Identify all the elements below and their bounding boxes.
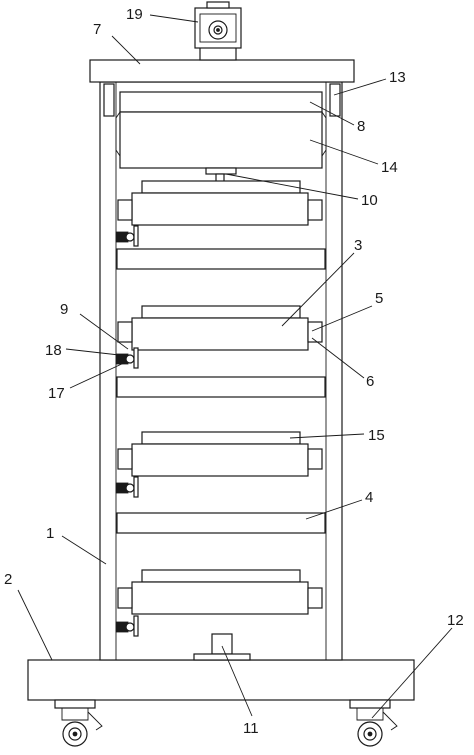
top-storage-box: [119, 111, 323, 169]
guide-strip-right: [329, 83, 341, 117]
screw-connector: [205, 167, 237, 175]
callout-1: 1: [46, 525, 54, 542]
tier-3: [115, 431, 326, 534]
callout-12: 12: [447, 612, 464, 629]
callout-15: 15: [368, 427, 385, 444]
callout-5: 5: [375, 290, 383, 307]
callout-2: 2: [4, 571, 12, 588]
latch-1: [115, 225, 139, 247]
callout-14: 14: [381, 159, 398, 176]
guide-strip-left: [103, 83, 115, 117]
top-plate: [89, 59, 355, 83]
latch-2: [115, 347, 139, 369]
caster-left: [54, 699, 103, 747]
bottom-post-foot: [193, 653, 251, 661]
callout-9: 9: [60, 301, 68, 318]
callout-labels: 7 19 13 8 14 10 3 5 6 9 18 17 15 4 1 2 1…: [4, 6, 464, 737]
tier-1: [115, 180, 326, 270]
bottom-post: [211, 633, 233, 655]
callout-8: 8: [357, 118, 365, 135]
callout-7: 7: [93, 21, 101, 38]
callout-6: 6: [366, 373, 374, 390]
callout-18: 18: [45, 342, 62, 359]
latch-4: [115, 615, 139, 637]
callout-19: 19: [126, 6, 143, 23]
top-box-right-edge: [321, 111, 327, 157]
callout-11: 11: [243, 720, 259, 737]
callout-4: 4: [365, 489, 373, 506]
motor: [194, 1, 242, 61]
tier-2: [115, 305, 326, 398]
base-plate: [27, 659, 415, 701]
callout-10: 10: [361, 192, 378, 209]
callout-13: 13: [389, 69, 406, 86]
callout-3: 3: [354, 237, 362, 254]
leader-lines: [17, 14, 453, 719]
tier-4: [115, 569, 323, 637]
top-box-lid: [119, 91, 323, 113]
top-box-left-edge: [115, 111, 121, 157]
latch-3: [115, 476, 139, 498]
callout-17: 17: [48, 385, 65, 402]
caster-right: [349, 699, 398, 747]
